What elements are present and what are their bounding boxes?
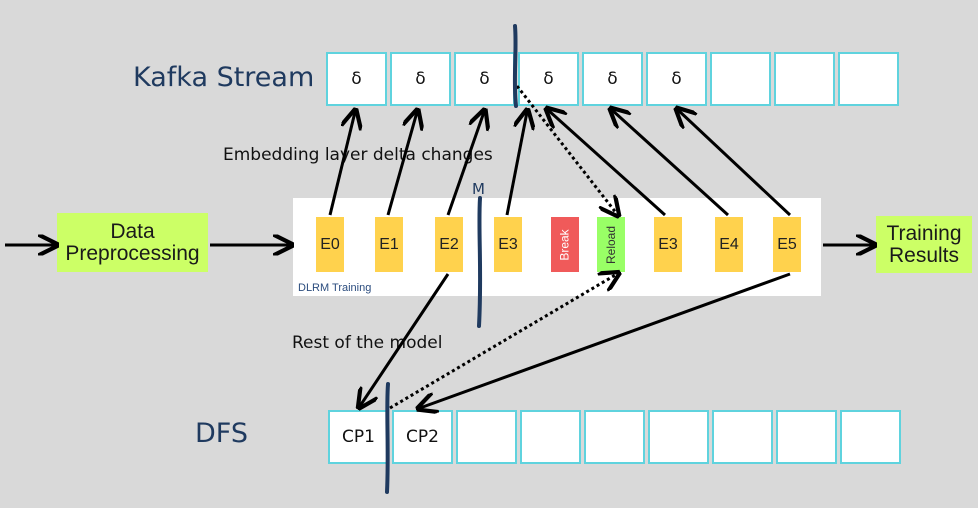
e3-to-kafka-arrow bbox=[505, 112, 527, 216]
training-results-label: Training Results bbox=[886, 221, 962, 267]
data-preprocessing-box: Data Preprocessing bbox=[57, 213, 208, 272]
training-results-box: Training Results bbox=[876, 216, 972, 273]
e0-to-kafka-arrow bbox=[328, 112, 355, 216]
dfs-cell bbox=[648, 410, 709, 464]
kafka-cell bbox=[838, 52, 899, 106]
kafka-cell: δ bbox=[518, 52, 579, 106]
kafka-cell: δ bbox=[582, 52, 643, 106]
epoch-e4: E4 bbox=[715, 217, 743, 272]
dlrm-training-label: DLRM Training bbox=[298, 282, 372, 294]
kafka-stream-label: Kafka Stream bbox=[133, 62, 315, 93]
epoch-e1: E1 bbox=[375, 217, 403, 272]
dfs-label: DFS bbox=[195, 418, 248, 449]
e2-to-dfs-arrow bbox=[360, 273, 450, 406]
kafka-cell: δ bbox=[646, 52, 707, 106]
e5-to-dfs-arrow bbox=[420, 272, 791, 408]
training-marker-line bbox=[477, 196, 483, 328]
kafka-to-reload-dotted-arrow bbox=[515, 85, 617, 214]
epoch-e3: E3 bbox=[494, 217, 522, 272]
dfs-cell bbox=[520, 410, 581, 464]
marker-m: M bbox=[472, 180, 485, 198]
kafka-cell: δ bbox=[390, 52, 451, 106]
kafka-marker-line bbox=[512, 24, 518, 108]
e2-to-kafka-arrow bbox=[446, 112, 484, 216]
dfs-to-reload-dotted-arrow bbox=[389, 274, 617, 410]
epoch-e3-repeat: E3 bbox=[654, 217, 682, 272]
kafka-cell bbox=[774, 52, 835, 106]
e4-to-kafka-arrow bbox=[612, 110, 730, 217]
epoch-e5: E5 bbox=[773, 217, 801, 272]
embedding-note: Embedding layer delta changes bbox=[223, 145, 493, 165]
kafka-cell bbox=[710, 52, 771, 106]
dfs-cell bbox=[712, 410, 773, 464]
e3r-to-kafka-arrow bbox=[548, 110, 667, 217]
dfs-cell bbox=[776, 410, 837, 464]
reload-tag: Reload bbox=[597, 217, 625, 272]
epoch-e0: E0 bbox=[316, 217, 344, 272]
break-tag: Break bbox=[551, 217, 579, 272]
dfs-cell bbox=[840, 410, 901, 464]
e1-to-kafka-arrow bbox=[386, 112, 417, 216]
e5-to-kafka-arrow bbox=[678, 110, 792, 217]
dfs-cell bbox=[456, 410, 517, 464]
epoch-e2: E2 bbox=[435, 217, 463, 272]
kafka-stream-row: δ δ δ δ δ δ bbox=[326, 52, 902, 106]
kafka-cell: δ bbox=[326, 52, 387, 106]
data-preprocessing-label: Data Preprocessing bbox=[65, 219, 200, 265]
dfs-marker-line bbox=[385, 382, 390, 494]
dfs-cell bbox=[584, 410, 645, 464]
